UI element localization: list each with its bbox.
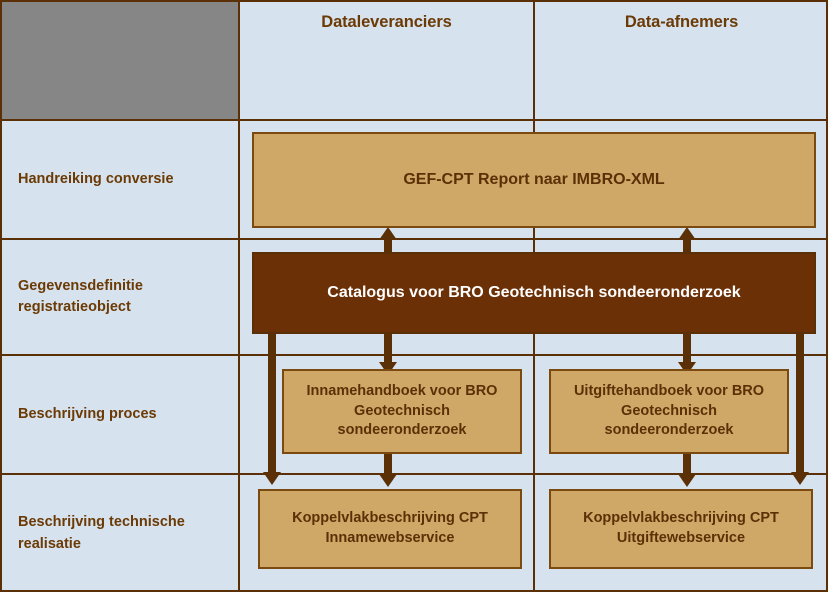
box-uitgiftehandboek[interactable]: Uitgiftehandboek voor BRO Geotechnisch s…	[549, 369, 789, 454]
row-label-text: Gegevensdefinitie registratieobject	[18, 277, 143, 315]
arrow-shaft	[384, 332, 392, 362]
box-koppelvlak-inname[interactable]: Koppelvlakbeschrijving CPT Innamewebserv…	[258, 489, 522, 569]
row-label-text: Beschrijving technische realisatie	[18, 514, 185, 552]
arrow-head-down-icon	[263, 472, 281, 485]
arrow-head-down-icon	[791, 472, 809, 485]
box-innamehandboek[interactable]: Innamehandboek voor BRO Geotechnisch son…	[282, 369, 522, 454]
row-label-beschrijving-proces: Beschrijving proces	[2, 356, 238, 473]
grid-hline-row2	[2, 354, 828, 356]
box-gef-cpt-report[interactable]: GEF-CPT Report naar IMBRO-XML	[252, 132, 816, 228]
arrow-head-up-icon	[379, 227, 397, 240]
row-label-text: Beschrijving proces	[18, 405, 157, 422]
column-header-label: Data-afnemers	[624, 13, 739, 31]
grid-hline-header	[2, 119, 828, 121]
arrow-shaft	[384, 452, 392, 474]
grid-hline-row3	[2, 473, 828, 475]
column-header-data-afnemers: Data-afnemers	[535, 2, 828, 119]
arrow-head-up-icon	[678, 227, 696, 240]
arrow-shaft	[683, 332, 691, 362]
row-label-beschrijving-technische-realisatie: Beschrijving technische realisatie	[2, 475, 238, 592]
row-label-gegevensdefinitie-registratieobject: Gegevensdefinitie registratieobject	[2, 240, 238, 354]
arrow-head-down-icon	[678, 474, 696, 487]
box-label: Koppelvlakbeschrijving CPT Uitgiftewebse…	[583, 510, 779, 546]
row-label-text: Handreiking conversie	[18, 170, 174, 187]
box-label: Innamehandboek voor BRO Geotechnisch son…	[306, 383, 498, 439]
box-label: GEF-CPT Report naar IMBRO-XML	[403, 171, 665, 189]
arrow-shaft	[683, 452, 691, 474]
corner-cell	[2, 2, 238, 119]
box-koppelvlak-uitgifte[interactable]: Koppelvlakbeschrijving CPT Uitgiftewebse…	[549, 489, 813, 569]
arrow-shaft	[268, 332, 276, 472]
arrow-head-down-icon	[379, 474, 397, 487]
box-label: Koppelvlakbeschrijving CPT Innamewebserv…	[292, 510, 488, 546]
grid-vline-col0	[238, 2, 240, 592]
box-label: Catalogus voor BRO Geotechnisch sondeero…	[327, 284, 741, 302]
box-catalogus[interactable]: Catalogus voor BRO Geotechnisch sondeero…	[252, 252, 816, 334]
column-header-label: Dataleveranciers	[321, 13, 452, 31]
column-header-dataleveranciers: Dataleveranciers	[240, 2, 533, 119]
row-label-handreiking-conversie: Handreiking conversie	[2, 121, 238, 238]
box-label: Uitgiftehandboek voor BRO Geotechnisch s…	[573, 383, 765, 439]
grid-hline-row1	[2, 238, 828, 240]
arrow-shaft	[796, 332, 804, 472]
